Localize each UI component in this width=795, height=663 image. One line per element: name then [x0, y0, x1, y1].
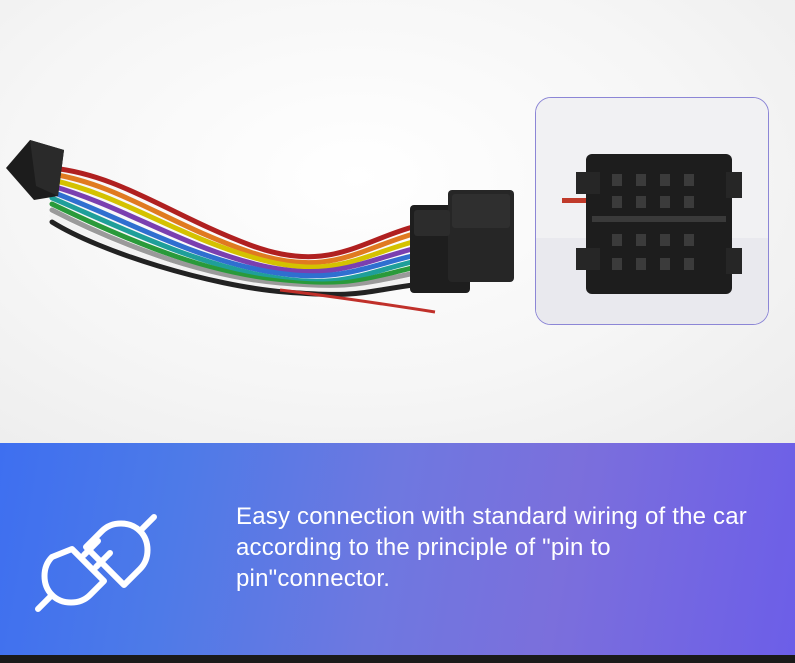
feature-banner: Easy connection with standard wiring of … [0, 443, 795, 663]
product-photo-area [0, 0, 795, 443]
plug-connection-icon [35, 514, 157, 612]
connector-closeup-image [536, 98, 768, 324]
connector-closeup-inset [535, 97, 769, 325]
feature-description: Easy connection with standard wiring of … [236, 503, 747, 592]
wiring-harness-image [6, 140, 514, 314]
